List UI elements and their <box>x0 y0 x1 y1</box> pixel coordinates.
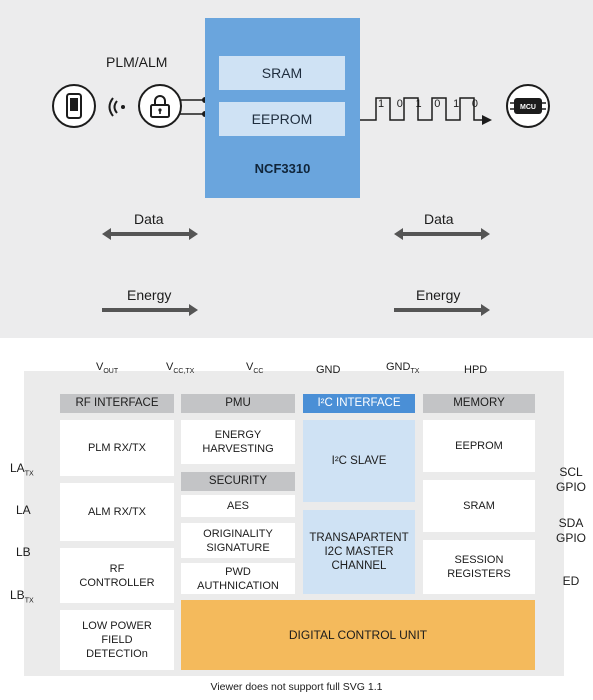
bit: 1 <box>415 98 422 110</box>
bidirectional-data-arrow-left <box>102 228 198 240</box>
plm-rxtx-block: PLM RX/TX <box>60 420 174 476</box>
energy-arrow-left <box>102 304 198 316</box>
session-registers-block: SESSION REGISTERS <box>423 540 535 594</box>
pin-lb-tx: LBTX <box>10 588 34 605</box>
bit: 1 <box>378 98 385 110</box>
svg-support-note: Viewer does not support full SVG 1.1 <box>210 681 383 693</box>
bidirectional-data-arrow-right <box>394 228 490 240</box>
rf-interface-header: RF INTERFACE <box>60 394 174 413</box>
left-data-label: Data <box>134 211 164 227</box>
lock-icon <box>138 84 182 128</box>
i2c-slave-block: I²C SLAVE <box>303 420 415 502</box>
pin-ed: ED <box>562 574 580 588</box>
antenna-connection-lines <box>180 99 205 115</box>
security-header: SECURITY <box>181 472 295 491</box>
low-power-field-detection-block: LOW POWER FIELD DETECTIOn <box>60 610 174 670</box>
pin-gnd: GND <box>316 364 341 376</box>
right-data-label: Data <box>424 211 454 227</box>
pin-la: LA <box>16 503 31 517</box>
bit: 0 <box>471 98 478 110</box>
pin-la-tx: LATX <box>10 461 34 478</box>
rf-controller-block: RF CONTROLLER <box>60 548 174 603</box>
left-energy-label: Energy <box>127 287 172 303</box>
bitstream-waveform <box>360 97 492 125</box>
mcu-label: MCU <box>520 104 536 111</box>
right-energy-label: Energy <box>416 287 461 303</box>
pin-hpd: HPD <box>464 364 488 376</box>
pin-gnd-tx: GNDTX <box>386 361 420 376</box>
chip-name: NCF3310 <box>254 161 311 176</box>
aes-block: AES <box>181 495 295 517</box>
bit: 1 <box>453 98 460 110</box>
pwd-authentication-block: PWD AUTHNICATION <box>181 563 295 594</box>
energy-harvesting-block: ENERGY HARVESTING <box>181 420 295 464</box>
sram-block: SRAM <box>423 480 535 532</box>
pin-vcc-tx: VCC,TX <box>166 361 195 376</box>
i2c-interface-header: I²C INTERFACE <box>303 394 415 413</box>
ncf3310-chip: SRAM EEPROM NCF3310 <box>205 18 360 198</box>
channel-label: PLM/ALM <box>106 54 168 70</box>
smartphone-icon <box>52 84 96 128</box>
pin-vcc: VCC <box>246 361 264 376</box>
chip-sram-block: SRAM <box>219 56 345 90</box>
pin-vout: VOUT <box>96 361 119 376</box>
mcu-icon: MCU <box>506 84 550 128</box>
bit: 0 <box>396 98 403 110</box>
bitstream-digits: 1 0 1 0 1 0 <box>378 98 478 114</box>
i2c-master-channel-block: TRANSAPARTENT I2C MASTER CHANNEL <box>303 510 415 594</box>
chip-eeprom-block: EEPROM <box>219 102 345 136</box>
originality-signature-block: ORIGINALITY SIGNATURE <box>181 523 295 558</box>
eeprom-block: EEPROM <box>423 420 535 472</box>
digital-control-unit-block: DIGITAL CONTROL UNIT <box>181 600 535 670</box>
wireless-signal-icon <box>108 97 125 117</box>
alm-rxtx-block: ALM RX/TX <box>60 483 174 541</box>
memory-header: MEMORY <box>423 394 535 413</box>
pmu-header: PMU <box>181 394 295 413</box>
pin-lb: LB <box>16 545 31 559</box>
bit: 0 <box>434 98 441 110</box>
energy-arrow-right <box>394 304 490 316</box>
